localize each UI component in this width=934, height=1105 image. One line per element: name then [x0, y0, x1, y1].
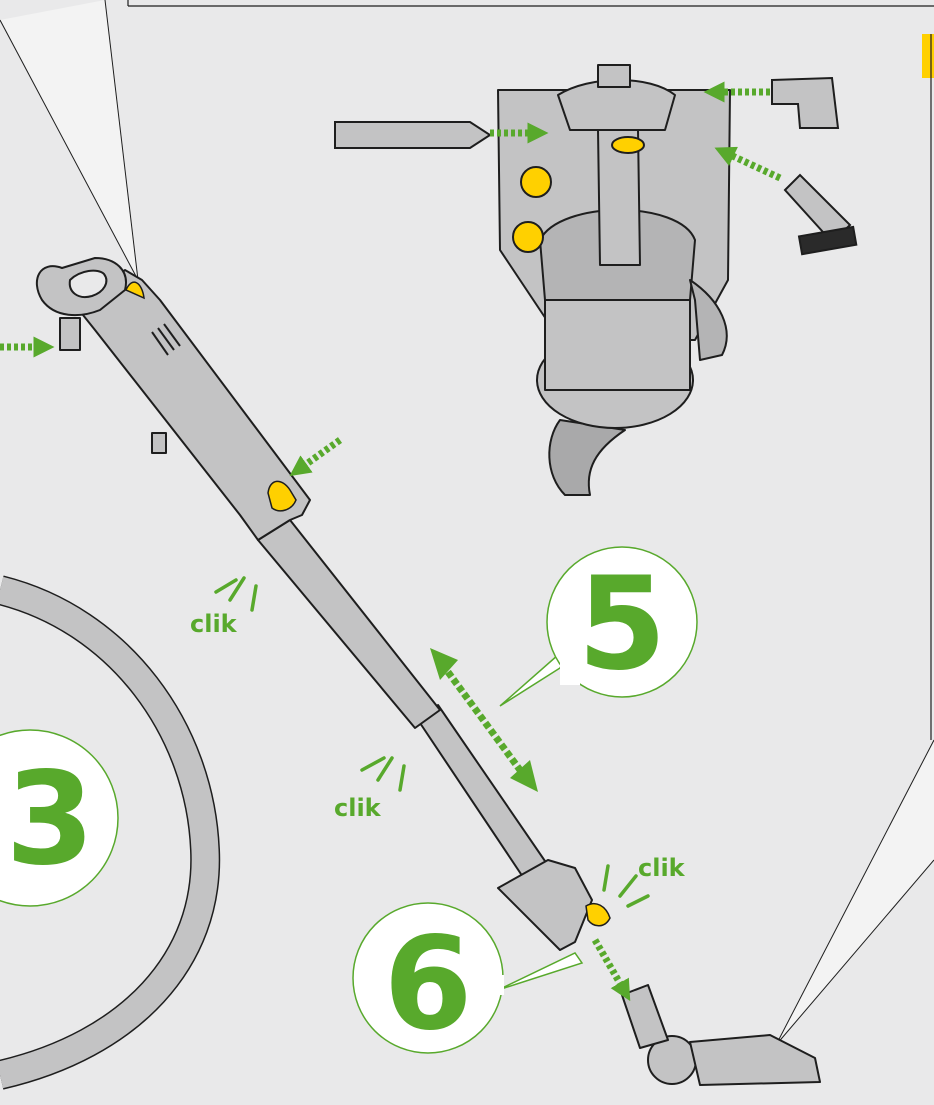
brush-tool — [783, 173, 858, 256]
vacuum-body — [497, 64, 731, 496]
step-3-number: 3 — [5, 745, 94, 894]
callout-ray-floor-tool — [775, 739, 934, 1046]
latch-yellow-icon — [125, 281, 145, 300]
step-6-badge: 6 — [352, 902, 584, 1059]
clik-label-floor-tool: clik — [638, 854, 686, 882]
click-lines-icon — [214, 576, 650, 908]
crevice-tool — [334, 121, 492, 149]
arrow-green-icon — [0, 81, 782, 1002]
hose — [0, 575, 221, 1090]
step-6-number: 6 — [383, 910, 472, 1059]
clik-label-lower: clik — [334, 794, 382, 822]
step-3-badge: 3 — [0, 729, 119, 907]
step-5-badge: 5 — [499, 546, 698, 707]
clik-label-upper: clik — [190, 610, 238, 638]
double-arrow-green-icon — [430, 648, 538, 792]
tool-adapter — [771, 76, 840, 129]
yellow-edge-tab — [922, 34, 934, 78]
latch-yellow-icon — [585, 902, 611, 927]
callout-ray-handle — [0, 0, 139, 281]
wand-handle — [35, 257, 593, 951]
step-5-number: 5 — [577, 550, 666, 699]
latch-yellow-icon — [267, 480, 297, 512]
floor-tool — [621, 984, 821, 1086]
